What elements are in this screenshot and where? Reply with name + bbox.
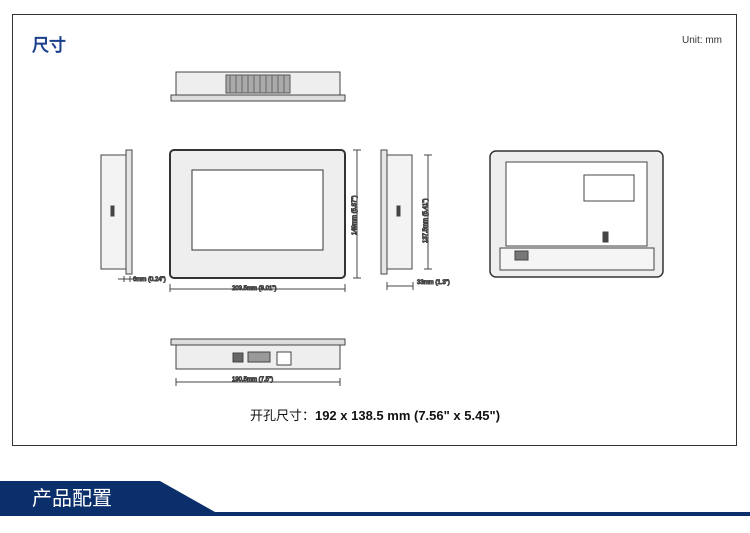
inner-height-label: 137.5mm (5.41") bbox=[423, 199, 429, 243]
mount-depth-label: 6mm (0.24") bbox=[133, 277, 166, 283]
front-view bbox=[169, 149, 361, 292]
depth-label: 33mm (1.3") bbox=[417, 280, 450, 286]
dimension-frame bbox=[12, 14, 737, 446]
cutout-dimensions: 开孔尺寸：192 x 138.5 mm (7.56" x 5.45") bbox=[0, 405, 750, 424]
cutout-value: 192 x 138.5 mm (7.56" x 5.45") bbox=[314, 408, 501, 423]
unit-label: Unit: mm bbox=[682, 35, 722, 46]
right-side-view bbox=[380, 149, 432, 290]
height-label: 149mm (5.87") bbox=[352, 196, 358, 235]
width-label: 203.5mm (8.01") bbox=[232, 286, 276, 292]
left-side-view bbox=[100, 149, 134, 282]
rear-view bbox=[489, 150, 664, 278]
next-section-title: 产品配置 bbox=[32, 486, 112, 510]
bottom-width-label: 190.5mm (7.5") bbox=[232, 377, 273, 383]
section-title: 尺寸 bbox=[32, 36, 66, 56]
cutout-label: 开孔尺寸： bbox=[249, 408, 315, 423]
bottom-view bbox=[170, 338, 346, 386]
top-view bbox=[170, 71, 346, 102]
section-banner bbox=[0, 481, 750, 516]
